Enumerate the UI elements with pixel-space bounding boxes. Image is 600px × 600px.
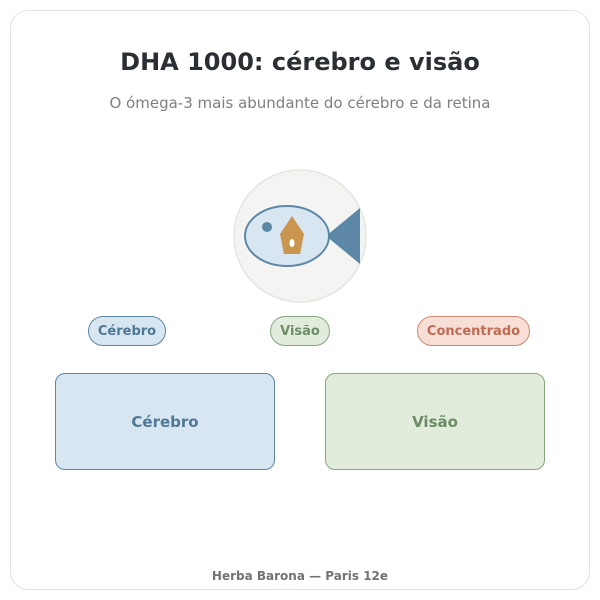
fish-tail	[326, 208, 360, 264]
footer-text: Herba Barona — Paris 12e	[211, 569, 389, 583]
fish-icon	[233, 169, 367, 303]
page-subtitle: O ómega-3 mais abundante do cérebro e da…	[109, 94, 491, 112]
panel-vision: Visão	[325, 373, 545, 470]
oil-drop-highlight	[289, 239, 295, 247]
tag-brain: Cérebro	[88, 316, 166, 346]
oil-drop-icon	[280, 216, 304, 254]
fish-eye	[262, 222, 272, 232]
page-title: DHA 1000: cérebro e visão	[120, 48, 480, 76]
panel-brain: Cérebro	[55, 373, 275, 470]
tag-concentrated: Concentrado	[417, 316, 530, 346]
tag-vision: Visão	[270, 316, 330, 346]
